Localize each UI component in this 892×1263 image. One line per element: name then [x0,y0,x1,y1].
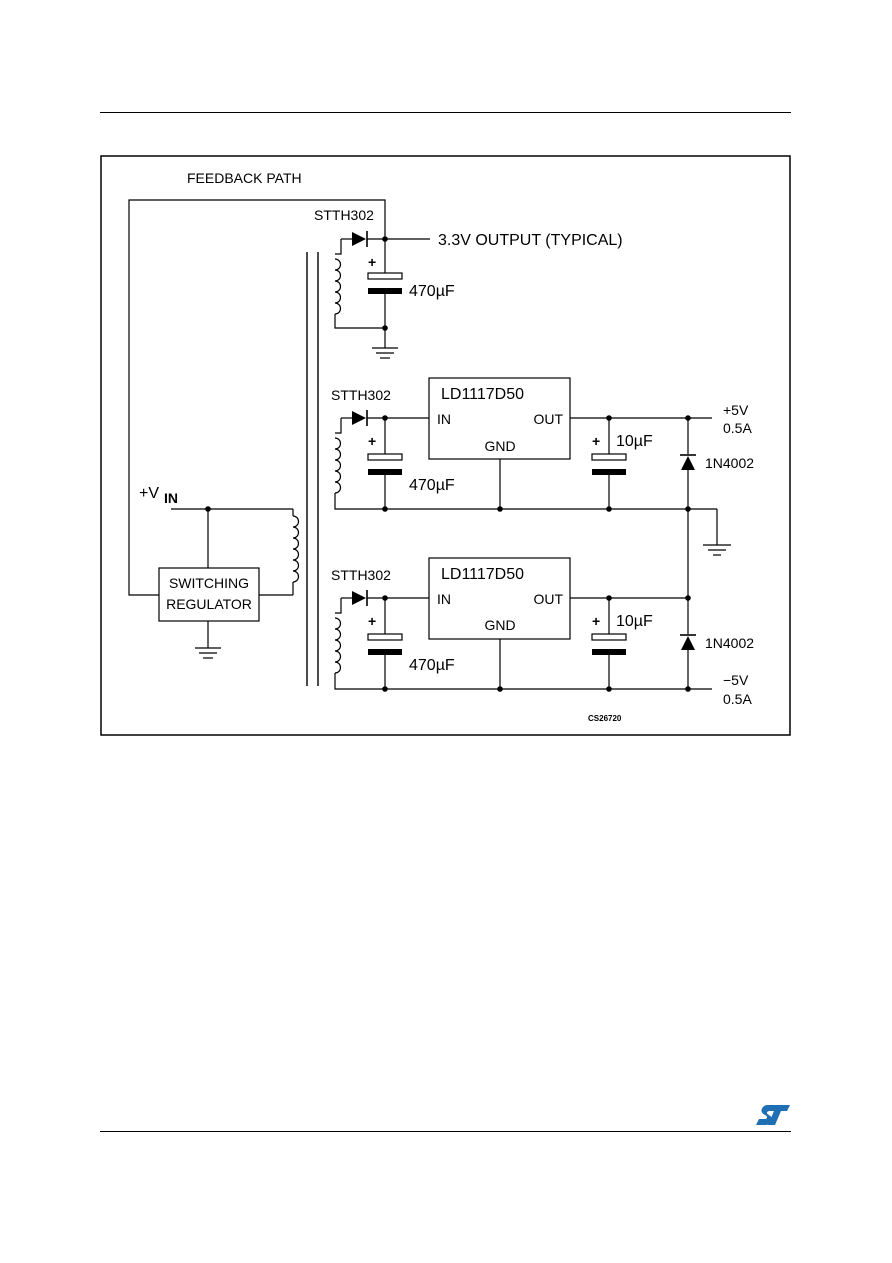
diagram-frame [100,155,791,736]
primary-ground-icon [195,621,221,659]
common-junction-1 [382,506,388,512]
diode-bottom-icon [352,590,368,606]
cap-top-label: 470µF [409,283,455,300]
diode-mid-icon [352,410,368,426]
capacitor-bottom-input-icon [367,633,403,655]
neg-junction-1 [382,686,388,692]
common-junction-3 [606,506,612,512]
regulator-upper-in: IN [437,411,451,427]
diode-clamp-upper-icon [680,454,696,470]
regulator-lower-gnd: GND [484,617,515,633]
winding-top-icon [334,239,385,329]
vin-subscript: IN [164,490,178,506]
output-3v3-label: 3.3V OUTPUT (TYPICAL) [438,232,623,249]
capacitor-top-icon [367,272,403,294]
regulator-upper-out: OUT [533,411,563,427]
cap-bottom-input-polarity: + [368,613,376,629]
cap-mid-input-polarity: + [368,433,376,449]
cap-bottom-input-label: 470µF [409,657,455,674]
regulator-lower-in: IN [437,591,451,607]
cap-bottom-output-label: 10µF [616,613,653,630]
switching-label: SWITCHING [169,575,249,591]
neg-junction-3 [606,686,612,692]
winding-mid-icon [334,418,385,510]
feedback-wire [128,199,386,596]
clamp-upper-label: 1N4002 [705,455,754,471]
cap-bottom-output-polarity: + [592,613,600,629]
header-rule [100,112,791,113]
clamp-lower-label: 1N4002 [705,635,754,651]
footer-rule [100,1131,791,1132]
neg-junction-4 [685,686,691,692]
neg-voltage-label: −5V [723,672,749,688]
st-logo-icon [756,1105,790,1125]
regulator-lower-out: OUT [533,591,563,607]
figure-code: CS26720 [588,714,622,723]
capacitor-mid-input-icon [367,453,403,475]
cap-mid-output-polarity: + [592,433,600,449]
cap-mid-input-label: 470µF [409,477,455,494]
regulator-upper-name: LD1117D50 [441,386,524,403]
capacitor-mid-output-icon [591,453,627,475]
neg-current-label: 0.5A [723,691,752,707]
regulator-label: REGULATOR [166,596,252,612]
cap-top-polarity: + [368,254,376,270]
pos-current-label: 0.5A [723,420,752,436]
diode-mid-label: STTH302 [331,387,391,403]
diode-bottom-label: STTH302 [331,567,391,583]
regulator-upper-gnd: GND [484,438,515,454]
diode-top-label: STTH302 [314,207,374,223]
common-ground-icon [703,509,731,556]
capacitor-bottom-output-icon [591,633,627,655]
lower-output-diode-junction [685,595,691,601]
neg-junction-2 [497,686,503,692]
feedback-path-label: FEEDBACK PATH [187,170,302,186]
cap-mid-output-label: 10µF [616,433,653,450]
switching-regulator-block [158,567,260,622]
winding-bottom-icon [334,598,385,690]
diode-top-icon [352,231,368,247]
primary-winding-icon [292,509,300,595]
common-junction-2 [497,506,503,512]
regulator-lower-name: LD1117D50 [441,566,524,583]
top-ground-icon [372,328,398,359]
diode-clamp-lower-icon [680,634,696,650]
pos-voltage-label: +5V [723,402,749,418]
vin-label: +V [139,485,159,502]
